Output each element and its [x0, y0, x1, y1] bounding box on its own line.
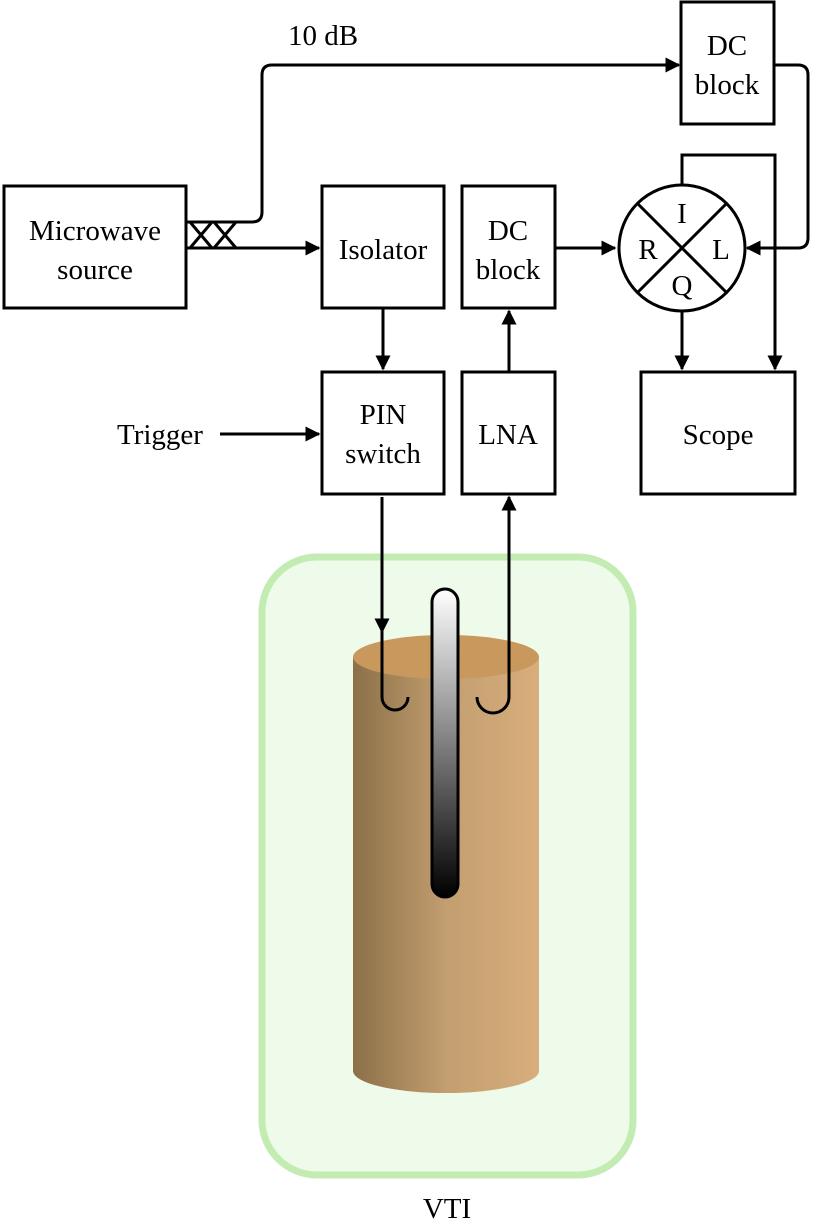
vti-label: VTI: [423, 1193, 471, 1225]
mixer-i-label: I: [677, 198, 687, 230]
isolator-label: Isolator: [339, 234, 428, 266]
mixer-i-to-scope-line: [680, 153, 783, 371]
mixer-l-label: L: [712, 234, 730, 266]
dc-block-top: DC block: [679, 0, 776, 126]
dc-block-mid-line1: DC: [488, 215, 528, 247]
isolator-block: Isolator: [320, 184, 446, 310]
dc-block-to-mixer-lo-line: [745, 63, 810, 256]
directional-coupler-icon: [186, 220, 238, 250]
sample-rod: [430, 587, 460, 899]
scope-block: Scope: [639, 370, 797, 496]
lna-label: LNA: [478, 419, 538, 451]
microwave-source-line2: source: [57, 254, 133, 286]
trigger-label: Trigger: [117, 419, 203, 451]
dc-block-top-line1: DC: [707, 30, 747, 62]
pin-switch-line1: PIN: [360, 399, 407, 431]
iq-mixer-icon: I Q R L: [617, 183, 747, 313]
attenuation-label: 10 dB: [288, 20, 358, 52]
dc-block-mid-line2: block: [476, 254, 541, 286]
dc-block-top-line2: block: [695, 69, 760, 101]
dc-block-mid: DC block: [460, 184, 557, 310]
pin-switch-line2: switch: [345, 438, 421, 470]
mixer-q-label: Q: [672, 270, 693, 302]
scope-label: Scope: [683, 419, 754, 451]
pin-switch-block: PIN switch: [320, 370, 446, 496]
mixer-r-label: R: [638, 234, 658, 266]
coupled-line: [238, 57, 681, 224]
coupling-loop-icon: [374, 497, 410, 712]
microwave-source-block: Microwave source: [2, 184, 188, 310]
coupling-loop-icon: [475, 495, 517, 715]
microwave-source-line1: Microwave: [29, 215, 161, 247]
lna-block: LNA: [460, 370, 557, 496]
